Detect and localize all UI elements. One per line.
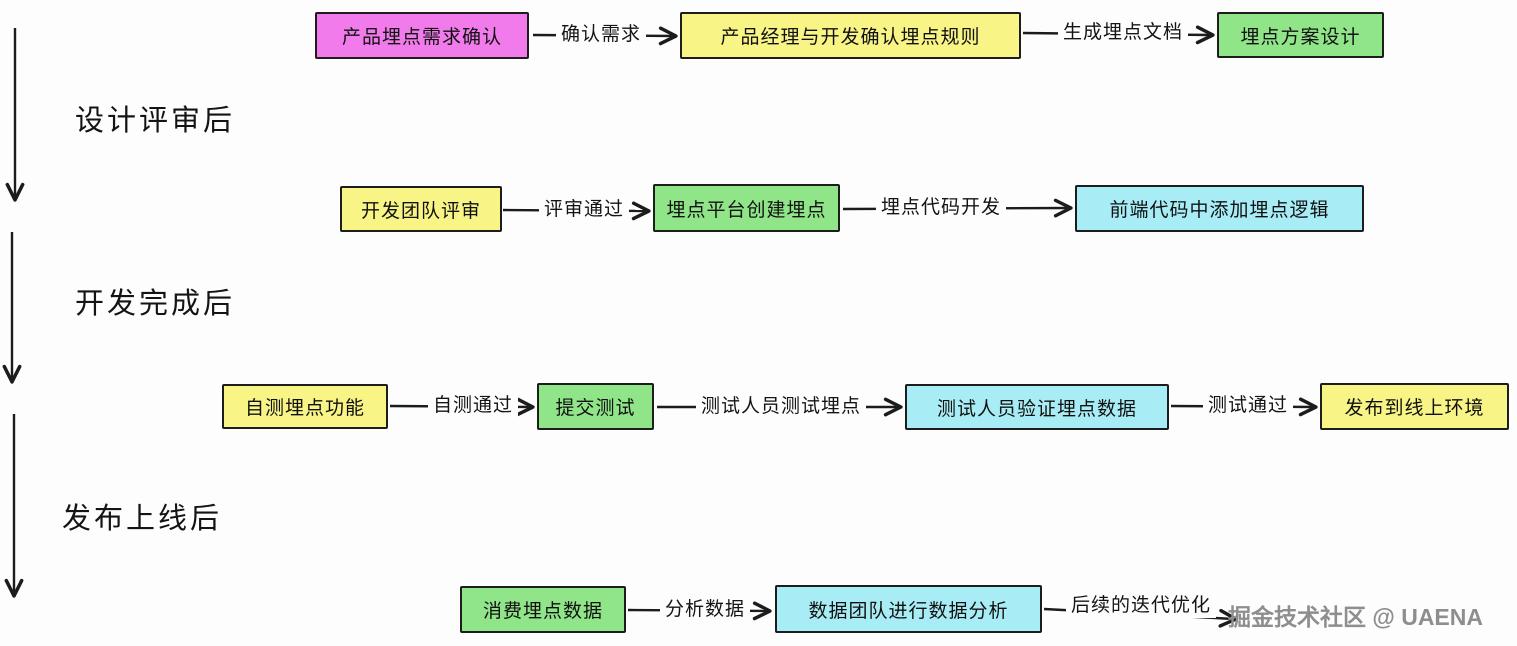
edge-label-generate-tracking-doc: 生成埋点文档 [1058,21,1189,45]
node-tracking-requirement-confirmation: 产品埋点需求确认 [315,12,529,59]
node-submit-for-testing: 提交测试 [537,383,654,430]
node-self-test-tracking: 自测埋点功能 [222,384,388,429]
edge-label-test-passed: 测试通过 [1203,394,1294,418]
watermark-text: 掘金技术社区 @ UAENA [1228,604,1483,630]
node-confirm-tracking-rules: 产品经理与开发确认埋点规则 [680,12,1021,59]
node-consume-tracking-data: 消费埋点数据 [460,586,626,633]
edge-label-iterative-optimization: 后续的迭代优化 [1066,594,1217,618]
edge-label-tracking-code-develop: 埋点代码开发 [876,196,1007,220]
phase-label-after-development: 开发完成后 [75,288,236,320]
node-create-tracking-on-platform: 埋点平台创建埋点 [653,184,840,232]
node-tester-verify-tracking-data: 测试人员验证埋点数据 [905,384,1169,430]
phase-label-after-design-review: 设计评审后 [75,105,236,137]
node-data-team-analysis: 数据团队进行数据分析 [775,585,1042,633]
edge-label-review-passed: 评审通过 [539,198,630,222]
edge-label-analyze-data: 分析数据 [660,598,751,622]
phase-label-after-release: 发布上线后 [62,503,223,535]
node-dev-team-review: 开发团队评审 [340,186,502,232]
node-tracking-plan-design: 埋点方案设计 [1217,12,1384,58]
edge-label-self-test-passed: 自测通过 [428,394,519,418]
edge-label-tester-test-tracking: 测试人员测试埋点 [696,395,867,419]
node-release-to-production: 发布到线上环境 [1320,383,1509,430]
node-add-tracking-logic-frontend: 前端代码中添加埋点逻辑 [1075,185,1364,232]
edge-label-confirm-requirements: 确认需求 [556,23,647,47]
